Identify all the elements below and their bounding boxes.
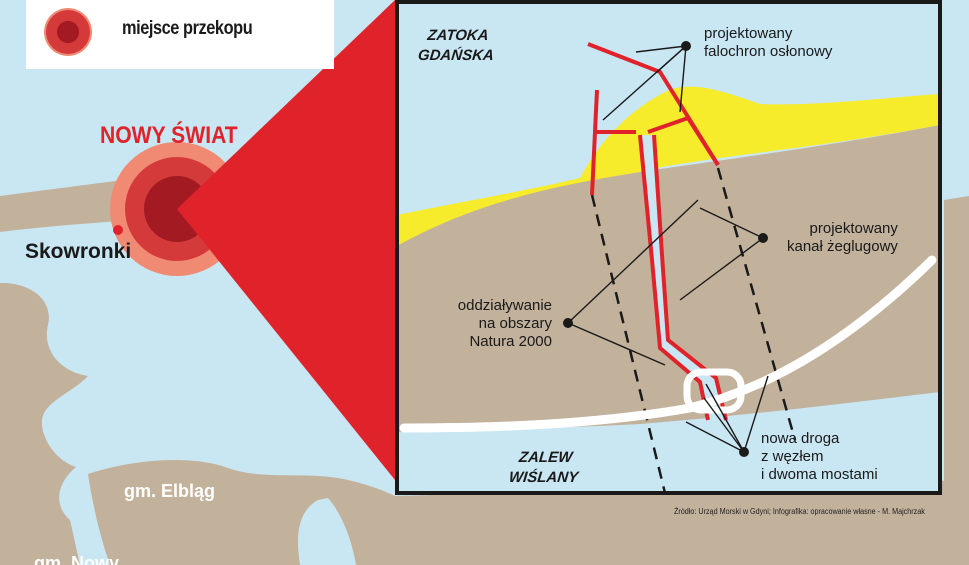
- municipality-label-2: gm. Nowy: [34, 553, 120, 565]
- mainland-south: [88, 460, 395, 565]
- mainland-west: [0, 282, 88, 565]
- breakwater-hook: [647, 115, 720, 167]
- impact-line-left: [590, 194, 667, 493]
- annotation-canal: projektowany kanał żeglugowy: [787, 220, 898, 255]
- inset-beach: [397, 86, 940, 246]
- canal-bank-left: [638, 134, 710, 421]
- water-label-south: ZALEW WIŚLANY: [508, 449, 580, 486]
- leader-lines: [567, 45, 769, 453]
- town-label: Skowronki: [25, 240, 132, 263]
- leader-dots: [563, 41, 768, 457]
- zoom-funnel: [177, 0, 395, 480]
- inset-land: [397, 125, 940, 493]
- impact-line-right: [716, 167, 797, 441]
- legend-symbol: [44, 8, 92, 56]
- river: [318, 498, 356, 565]
- breakwater-east: [590, 89, 636, 196]
- annotation-breakwater: projektowany falochron osłonowy: [704, 25, 833, 60]
- canal-bank-right: [652, 134, 728, 421]
- municipality-label: gm. Elbląg: [124, 481, 216, 501]
- source-credit: Źródło: Urząd Morski w Gdyni; Infografik…: [674, 507, 925, 516]
- legend-label: miejsce przekopu: [122, 18, 253, 39]
- legend: miejsce przekopu: [26, 0, 334, 69]
- town-dot: [113, 225, 123, 235]
- land-east: [944, 196, 969, 565]
- land-east-bottom: [395, 480, 969, 565]
- inset-lagoon: [397, 392, 940, 493]
- inset-border: [395, 0, 942, 495]
- road-junction: [683, 368, 745, 414]
- annotation-natura: oddziaływanie na obszary Natura 2000: [457, 297, 552, 350]
- inset-map: [395, 0, 942, 495]
- annotation-road: nowa droga z węzłem i dwoma mostami: [761, 430, 878, 483]
- site-label: NOWY ŚWIAT: [100, 122, 238, 149]
- water-label-north: ZATOKA GDAŃSKA: [417, 27, 495, 64]
